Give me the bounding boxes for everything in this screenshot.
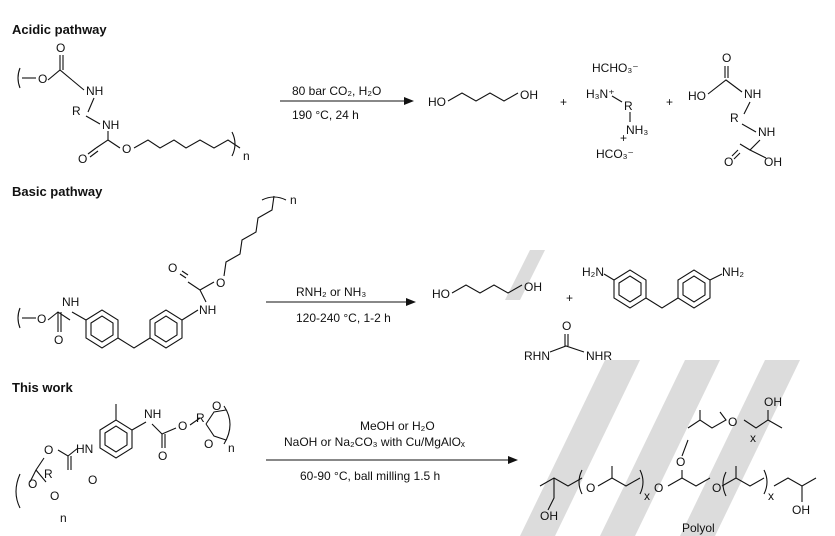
atom-label: O (38, 72, 47, 86)
arrow-head (406, 298, 416, 306)
atom-label: NH (86, 84, 103, 98)
svg-text:R: R (44, 467, 53, 481)
svg-text:O: O (158, 449, 167, 463)
svg-text:NHR: NHR (586, 349, 612, 363)
atom-label: O (56, 41, 65, 55)
section-title-this-work: This work (12, 380, 73, 395)
svg-text:NH₂: NH₂ (722, 265, 744, 279)
plus-sign: + (560, 95, 567, 109)
svg-text:x: x (768, 489, 774, 503)
svg-text:O: O (88, 473, 97, 487)
acidic-product-butanediol: HO OH (428, 88, 538, 109)
svg-text:O: O (676, 455, 685, 469)
svg-text:O: O (586, 481, 595, 495)
svg-text:x: x (750, 431, 756, 445)
svg-text:O: O (654, 481, 663, 495)
svg-text:x: x (644, 489, 650, 503)
repeat-index: n (60, 511, 67, 525)
this-work-product-polyol: OH O x O O x O O x OH OH Polyol (539, 395, 817, 535)
this-work-condition-2: NaOH or Na₂CO₃ with Cu/MgAlOₓ (284, 435, 465, 449)
svg-text:R: R (730, 111, 739, 125)
svg-text:OH: OH (792, 503, 810, 517)
acidic-condition-2: 190 °C, 24 h (292, 108, 359, 122)
atom-label: O (78, 152, 87, 166)
svg-text:O: O (216, 276, 225, 290)
this-work-condition-1: MeOH or H₂O (360, 419, 435, 433)
svg-text:NH: NH (199, 303, 216, 317)
svg-text:OH: OH (540, 509, 558, 523)
svg-text:NH: NH (758, 125, 775, 139)
this-work-condition-3: 60-90 °C, ball milling 1.5 h (300, 469, 440, 483)
acidic-product-ammonium-salt: HCHO₃⁻ H₃N⁺ R NH₃ + HCO₃⁻ (586, 61, 648, 161)
svg-text:O: O (44, 443, 53, 457)
plus-sign: + (566, 291, 573, 305)
basic-product-butanediol: HO OH (432, 280, 542, 301)
arrow-head (404, 97, 414, 105)
repeat-index: n (290, 193, 297, 207)
svg-text:O: O (724, 155, 733, 169)
acidic-product-carbamic-acid: O HO NH R NH O OH (688, 51, 782, 169)
svg-text:OH: OH (764, 395, 782, 409)
svg-text:O: O (28, 477, 37, 491)
svg-text:HO: HO (432, 287, 450, 301)
svg-text:O: O (50, 489, 59, 503)
repeat-index: n (243, 149, 250, 163)
svg-text:O: O (178, 419, 187, 433)
basic-condition-1: RNH₂ or NH₃ (296, 285, 366, 299)
basic-product-urea: O RHN NHR (524, 319, 612, 363)
svg-text:HCHO₃⁻: HCHO₃⁻ (592, 61, 639, 75)
svg-text:O: O (562, 319, 571, 333)
section-title-basic: Basic pathway (12, 184, 103, 199)
svg-text:+: + (620, 131, 627, 145)
repeat-index: n (228, 441, 235, 455)
acidic-reactant-polyurethane: O O NH R NH O O n (17, 41, 250, 166)
atom-label: NH (102, 118, 119, 132)
atom-label: OH (520, 88, 538, 102)
basic-product-mda-diamine: H₂N NH₂ (582, 265, 744, 309)
plus-sign: + (666, 95, 673, 109)
product-name-polyol: Polyol (682, 521, 715, 535)
svg-text:RHN: RHN (524, 349, 550, 363)
svg-text:NH: NH (62, 295, 79, 309)
svg-text:O: O (168, 261, 177, 275)
section-title-acidic: Acidic pathway (12, 22, 107, 37)
svg-text:OH: OH (524, 280, 542, 294)
acidic-condition-1: 80 bar CO₂, H₂O (292, 84, 381, 98)
svg-text:NH: NH (144, 407, 161, 421)
atom-label: R (72, 104, 81, 118)
svg-text:O: O (204, 437, 213, 451)
svg-text:H₂N: H₂N (582, 265, 604, 279)
basic-reactant-mdi-polyurethane: O O NH NH O O n (17, 193, 297, 349)
svg-text:NH: NH (744, 87, 761, 101)
basic-condition-2: 120-240 °C, 1-2 h (296, 311, 391, 325)
svg-text:HO: HO (688, 89, 706, 103)
svg-text:O: O (54, 333, 63, 347)
svg-text:H₃N⁺: H₃N⁺ (586, 87, 615, 101)
arrow-head (508, 456, 518, 464)
watermark-logo (505, 250, 800, 536)
svg-text:NH₃: NH₃ (626, 123, 648, 137)
svg-text:O: O (212, 399, 221, 413)
svg-text:O: O (722, 51, 731, 65)
this-work-reactant-tdi-polyurethane: HN NH O O R O O n O O O R O n (15, 399, 235, 525)
svg-text:HCO₃⁻: HCO₃⁻ (596, 147, 634, 161)
svg-text:R: R (624, 99, 633, 113)
atom-label: O (122, 142, 131, 156)
svg-text:R: R (196, 411, 205, 425)
svg-text:O: O (37, 312, 46, 326)
atom-label: HO (428, 95, 446, 109)
svg-text:O: O (712, 481, 721, 495)
svg-text:OH: OH (764, 155, 782, 169)
svg-text:HN: HN (76, 442, 93, 456)
svg-text:O: O (728, 415, 737, 429)
